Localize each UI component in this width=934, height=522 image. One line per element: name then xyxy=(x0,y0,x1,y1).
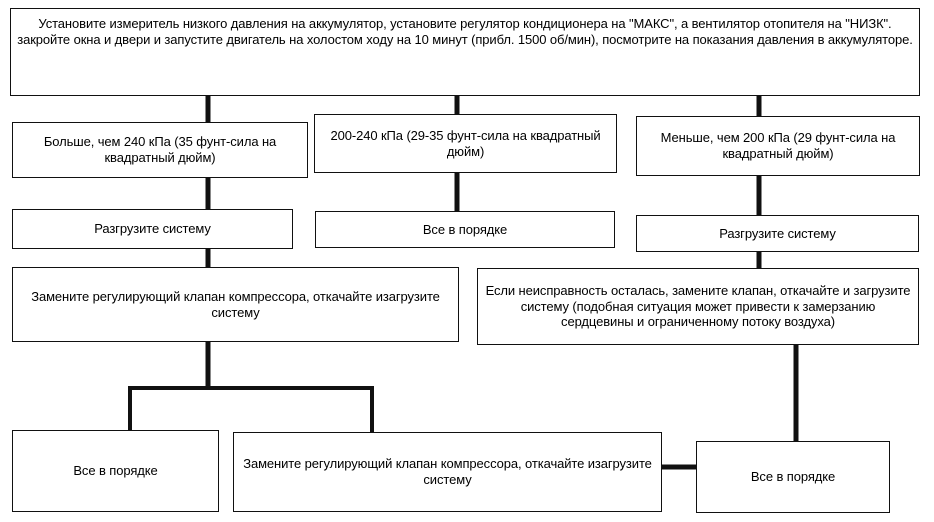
ok-bottom-right-box: Все в порядке xyxy=(696,441,890,513)
ok-bottom-right-text: Все в порядке xyxy=(750,469,836,485)
discharge-system-right-box: Разгрузите систему xyxy=(636,215,919,252)
ok-mid-text: Все в порядке xyxy=(422,221,508,237)
replace-valve-box: Замените регулирующий клапан компрессора… xyxy=(12,267,459,342)
branch-mid-pressure-box: 200-240 кПа (29-35 фунт-сила на квадратн… xyxy=(314,114,617,173)
if-fault-persists-text: Если неисправность осталась, замените кл… xyxy=(485,282,911,330)
replace-valve-second-box: Замените регулирующий клапан компрессора… xyxy=(233,432,662,512)
if-fault-persists-box: Если неисправность осталась, замените кл… xyxy=(477,268,919,345)
ok-bottom-left-text: Все в порядке xyxy=(73,463,158,479)
replace-valve-text: Замените регулирующий клапан компрессора… xyxy=(31,288,440,320)
replace-valve-second-text: Замените регулирующий клапан компрессора… xyxy=(243,456,652,487)
branch-mid-pressure-text: 200-240 кПа (29-35 фунт-сила на квадратн… xyxy=(330,127,601,159)
ok-mid-box: Все в порядке xyxy=(315,211,615,248)
discharge-system-left-box: Разгрузите систему xyxy=(12,209,293,249)
connector-branch-bar xyxy=(128,386,374,432)
ok-bottom-left-box: Все в порядке xyxy=(12,430,219,512)
start-instruction-box: Установите измеритель низкого давления н… xyxy=(10,8,920,96)
start-instruction-text: Установите измеритель низкого давления н… xyxy=(17,16,913,47)
branch-high-pressure-text: Больше, чем 240 кПа (35 фунт-сила на ква… xyxy=(43,134,277,165)
discharge-system-left-text: Разгрузите систему xyxy=(94,221,211,237)
branch-high-pressure-box: Больше, чем 240 кПа (35 фунт-сила на ква… xyxy=(12,122,308,178)
discharge-system-right-text: Разгрузите систему xyxy=(719,225,836,241)
branch-low-pressure-text: Меньше, чем 200 кПа (29 фунт-сила на ква… xyxy=(660,130,896,161)
branch-low-pressure-box: Меньше, чем 200 кПа (29 фунт-сила на ква… xyxy=(636,116,920,176)
